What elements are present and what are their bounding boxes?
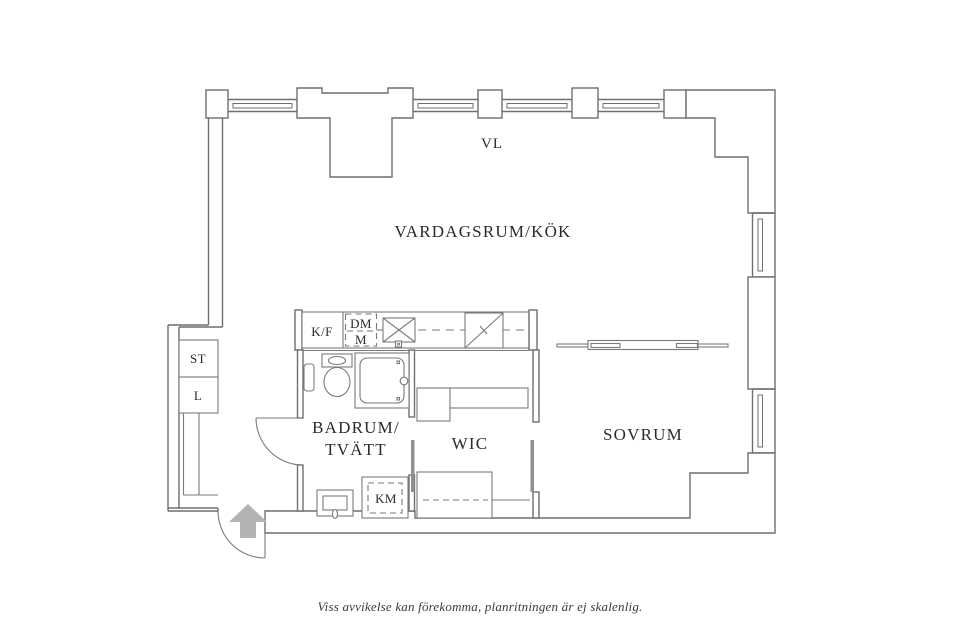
hall-closets: ST L — [178, 339, 219, 496]
window-east-1 — [757, 218, 763, 272]
wall-stub — [528, 309, 538, 351]
washbasin — [316, 489, 354, 520]
dishwasher-micro-unit — [344, 313, 378, 347]
bathroom-east-wall — [408, 349, 416, 418]
bathroom-label-line2: TVÄTT — [325, 440, 387, 459]
kitchen-counter: K/F DM M — [294, 309, 538, 352]
entry-door — [217, 504, 267, 559]
window-north-4 — [602, 103, 660, 109]
wall-pillar — [205, 89, 229, 119]
bedroom-label: SOVRUM — [603, 425, 683, 444]
stove — [464, 312, 504, 349]
washing-machine-label: KM — [375, 491, 397, 506]
window-north-1 — [232, 103, 293, 109]
wall-pillar — [571, 87, 599, 119]
closet-st — [178, 339, 219, 378]
sliding-partition — [556, 339, 729, 351]
toilet — [321, 353, 353, 398]
t-shaped-column — [296, 87, 414, 178]
wall-stub — [294, 309, 303, 351]
disclaimer-caption: Viss avvikelse kan förekomma, planritnin… — [317, 599, 642, 614]
wic-wardrobe — [416, 471, 493, 519]
fridge-freezer-label: K/F — [311, 324, 332, 339]
bathroom-west-wall — [296, 349, 304, 419]
wic-cabinet — [416, 387, 451, 422]
closet-l-label: L — [194, 388, 202, 403]
entry-arrow-icon — [229, 504, 267, 538]
wic-label: WIC — [452, 434, 489, 453]
bathroom: KM BADRUM/ TVÄTT — [255, 349, 416, 520]
wic-shelf — [449, 387, 529, 409]
wic-east-wall — [532, 491, 540, 519]
radiator — [303, 363, 315, 392]
living-kitchen-label: VARDAGSRUM/KÖK — [394, 222, 571, 241]
window-east-2 — [757, 394, 763, 448]
window-north-3 — [506, 103, 568, 109]
wall-pillar — [477, 89, 503, 119]
sliding-door-east — [530, 440, 534, 492]
east-wall-block — [747, 276, 776, 390]
bathroom-label-line1: BADRUM/ — [312, 418, 400, 437]
vl-label: VL — [481, 136, 503, 152]
wic-east-wall — [532, 349, 540, 423]
bathroom-west-wall — [296, 464, 304, 512]
room-labels: VL VARDAGSRUM/KÖK SOVRUM — [394, 136, 683, 444]
northeast-corner-wall — [685, 89, 776, 214]
north-wall-windows — [205, 87, 776, 214]
closet-l — [178, 376, 219, 414]
walk-in-closet: WIC — [411, 349, 540, 519]
washing-machine: KM — [361, 476, 409, 519]
microwave-label: M — [355, 332, 367, 347]
shower — [354, 352, 410, 409]
wall-pillar — [663, 89, 687, 119]
bathroom-door-arc — [255, 417, 304, 466]
window-north-2 — [417, 103, 474, 109]
east-wall-windows — [747, 212, 776, 454]
west-wall-entry — [167, 118, 224, 512]
kitchen-sink — [382, 317, 416, 348]
closet-st-label: ST — [190, 351, 206, 366]
dishwasher-label: DM — [350, 316, 372, 331]
sliding-door-west — [411, 440, 415, 492]
partition-panel — [587, 339, 699, 351]
